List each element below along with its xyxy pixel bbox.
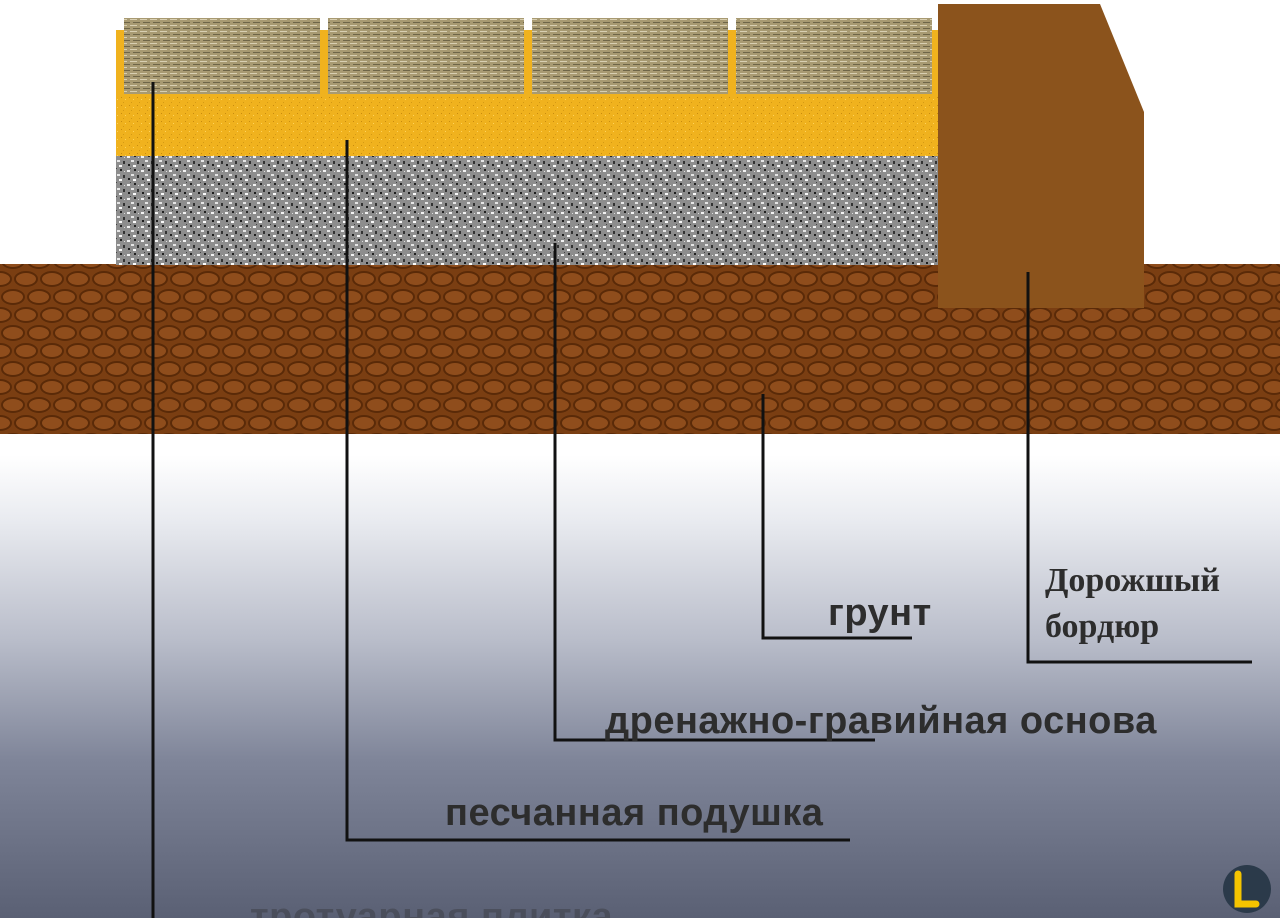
logo-mark-icon — [1223, 865, 1271, 913]
gravel-base-layer — [116, 155, 938, 265]
paving-tile — [736, 18, 932, 94]
road-curb — [938, 4, 1144, 308]
label-soil: грунт — [828, 592, 932, 634]
leader-line-curb — [1026, 272, 1252, 664]
leader-line-sand — [345, 140, 850, 842]
label-sand-cushion: песчанная подушка — [445, 792, 824, 834]
leader-line-soil — [761, 394, 912, 640]
paving-tile — [124, 18, 320, 94]
paving-tile — [532, 18, 728, 94]
label-gravel-base: дренажно-гравийная основа — [605, 700, 1157, 742]
paving-tile — [328, 18, 524, 94]
sand-cushion-layer — [116, 94, 938, 156]
label-curb-line1: Дорожшый — [1045, 562, 1220, 599]
leader-line-gravel — [553, 243, 875, 742]
label-curb-line2: бордюр — [1045, 608, 1160, 645]
label-paving-tiles: тротуарная плитка — [250, 896, 614, 918]
leader-lines — [151, 82, 1252, 918]
